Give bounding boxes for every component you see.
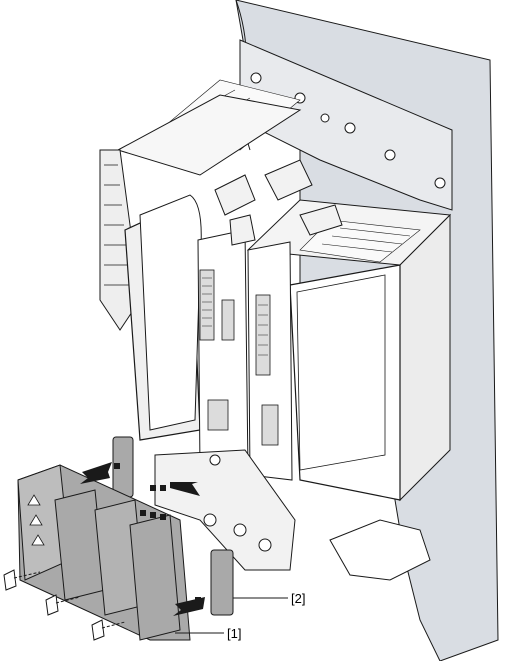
wall-screws — [250, 72, 446, 189]
connection-area — [154, 449, 296, 571]
control-unit-top — [116, 94, 302, 176]
shield-cover-1 — [17, 464, 191, 641]
small-cover-2 — [210, 549, 234, 616]
leader-lines — [175, 597, 288, 634]
callout-label-2: [2] — [291, 591, 306, 606]
fixing-screws — [3, 569, 126, 641]
cable-bracket — [329, 519, 431, 581]
screw-terminals — [203, 454, 272, 552]
terminal-pins — [202, 277, 268, 356]
arrows — [80, 462, 205, 616]
power-module-panel — [296, 274, 386, 471]
power-module-front — [289, 264, 401, 501]
warning-symbols — [27, 494, 45, 546]
control-unit-cover — [139, 194, 202, 431]
power-module-side — [399, 213, 451, 502]
heatsink-fins — [104, 164, 130, 286]
top-clamps — [214, 159, 343, 246]
callout-label-1: [1] — [227, 626, 242, 641]
module-a-front — [197, 229, 249, 471]
